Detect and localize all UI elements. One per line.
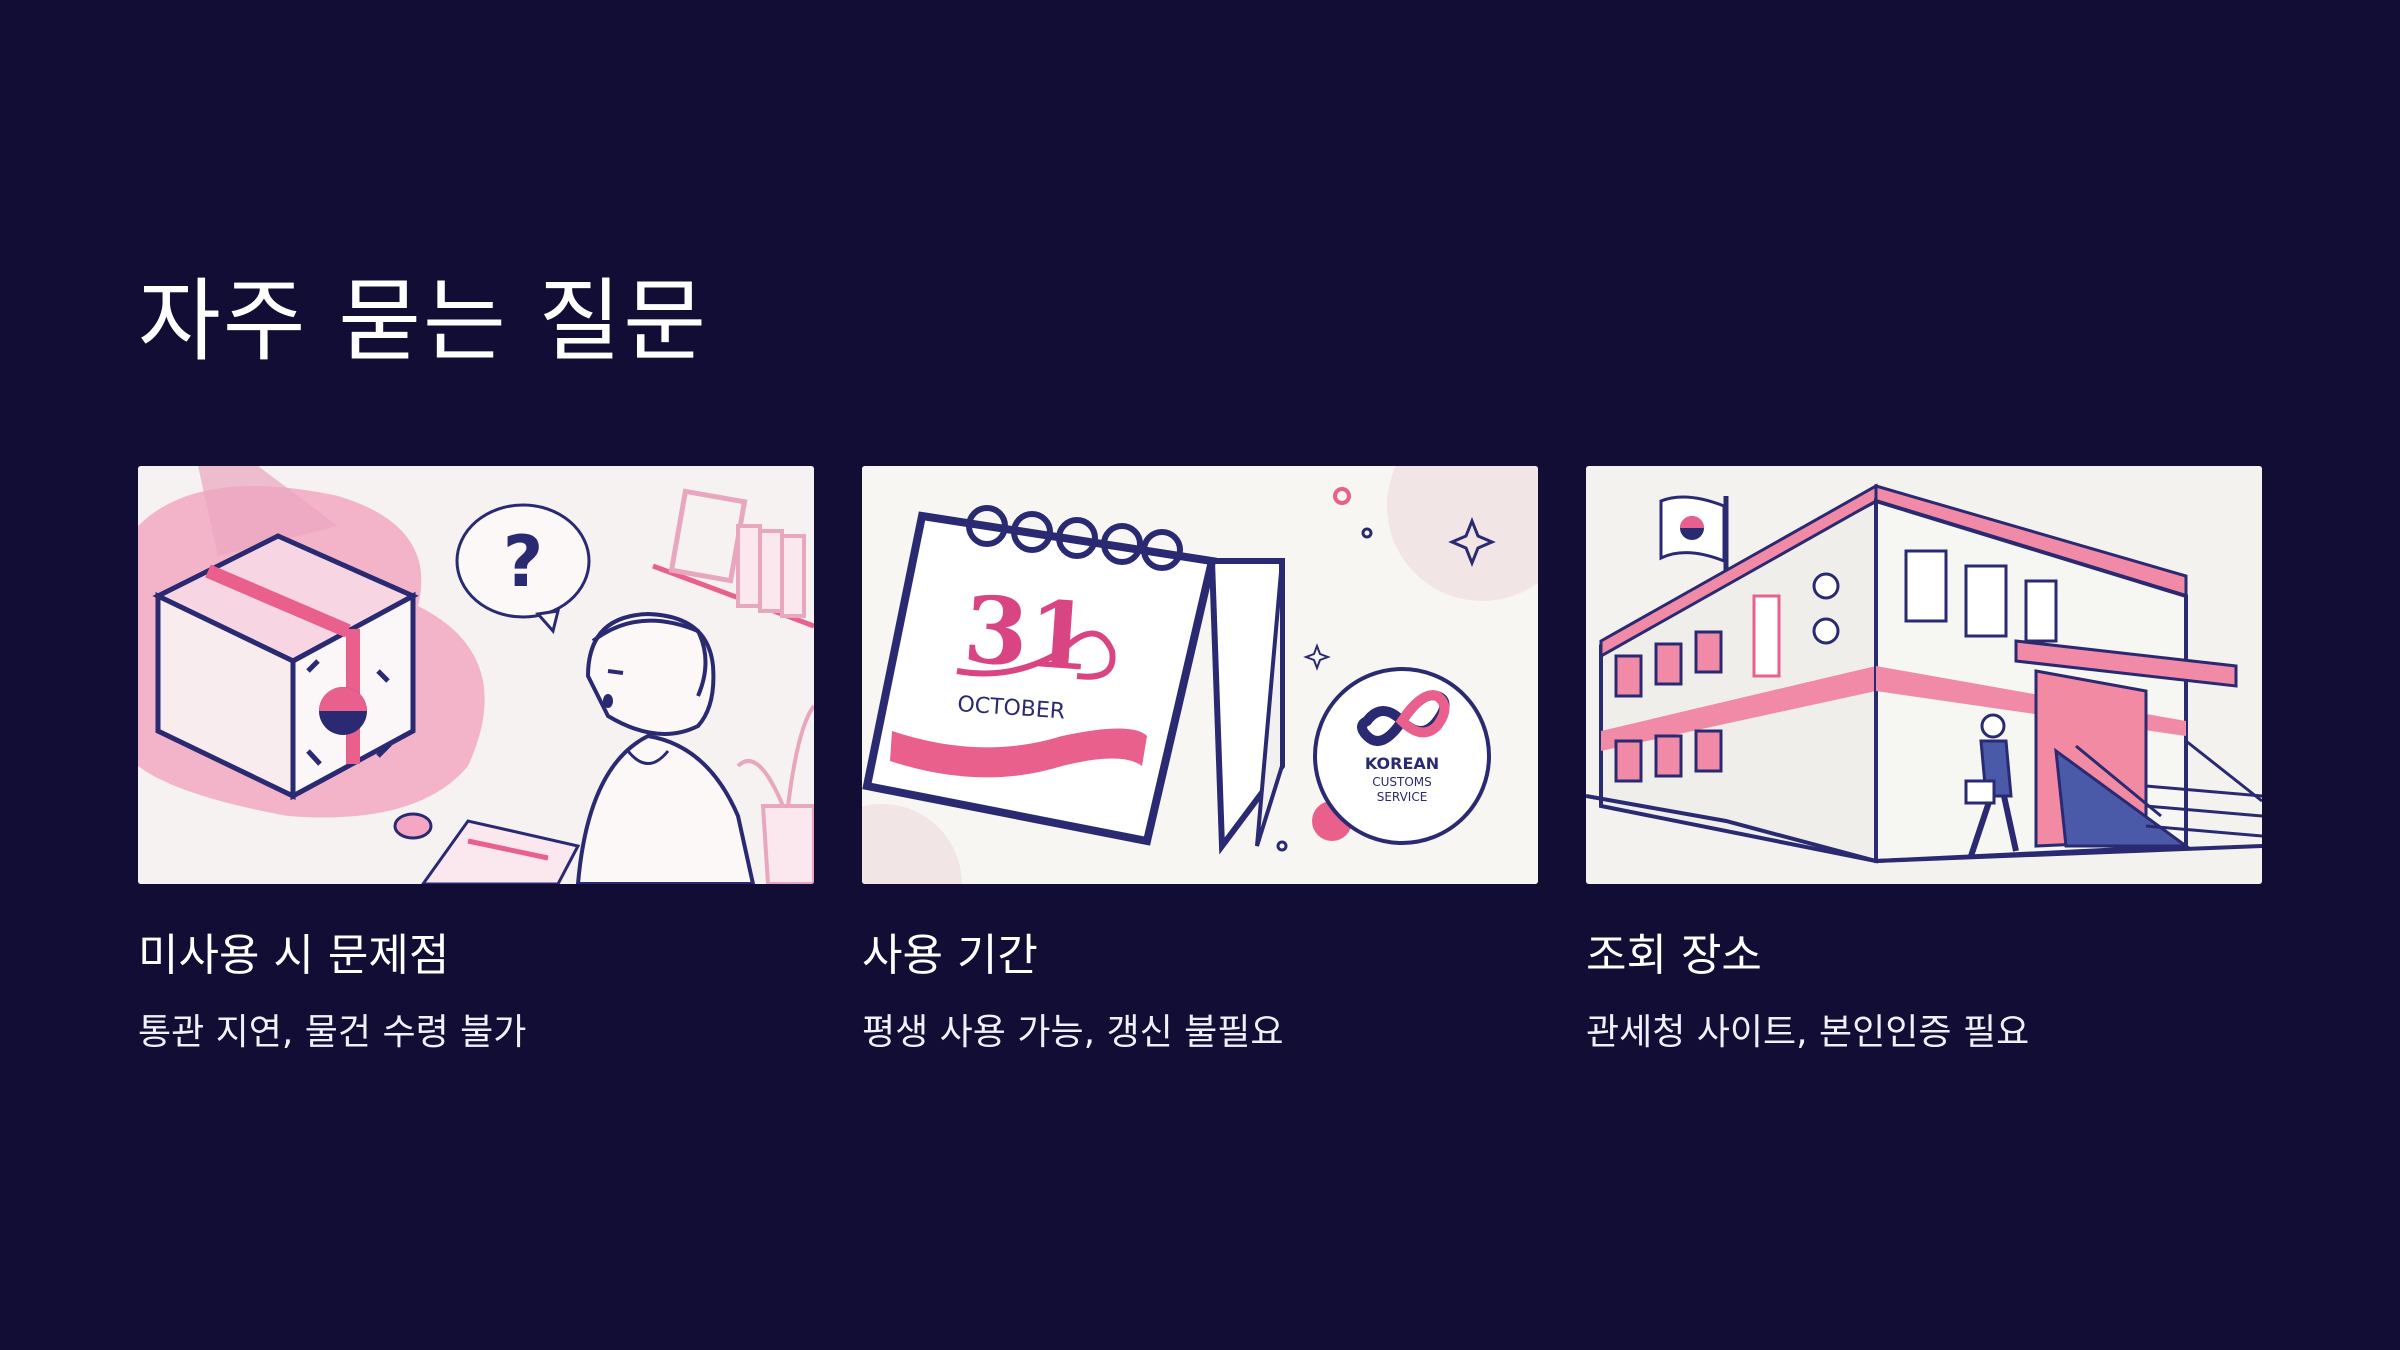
card-illustration bbox=[1586, 466, 2262, 884]
card-description: 관세청 사이트, 본인인증 필요 bbox=[1586, 1011, 2030, 1053]
card-title: 미사용 시 문제점 bbox=[138, 930, 450, 981]
card-title: 사용 기간 bbox=[862, 930, 1038, 981]
card-illustration: ? bbox=[138, 466, 814, 884]
badge-line-2: CUSTOMS bbox=[1372, 775, 1432, 789]
calendar-icon: 31 OCTOBER KOREAN CUSTOMS SERVICE bbox=[862, 466, 1538, 884]
card-illustration: 31 OCTOBER KOREAN CUSTOMS SERVICE bbox=[862, 466, 1538, 884]
svg-text:?: ? bbox=[503, 521, 544, 603]
faq-card-usage-period: 31 OCTOBER KOREAN CUSTOMS SERVICE bbox=[862, 466, 1538, 1054]
page-title: 자주 묻는 질문 bbox=[138, 269, 709, 374]
package-question-icon: ? bbox=[138, 466, 814, 884]
card-title: 조회 장소 bbox=[1586, 930, 1762, 981]
card-description: 평생 사용 가능, 갱신 불필요 bbox=[862, 1011, 1284, 1053]
faq-card-unused-issues: ? 미사용 시 문제점 통관 지연, 물건 수령 불가 bbox=[138, 466, 814, 1054]
faq-card-lookup-location: 조회 장소 관세청 사이트, 본인인증 필요 bbox=[1586, 466, 2262, 1054]
badge-line-3: SERVICE bbox=[1377, 790, 1428, 804]
badge-line-1: KOREAN bbox=[1365, 754, 1439, 773]
card-description: 통관 지연, 물건 수령 불가 bbox=[138, 1011, 527, 1053]
customs-office-building-icon bbox=[1586, 466, 2262, 884]
